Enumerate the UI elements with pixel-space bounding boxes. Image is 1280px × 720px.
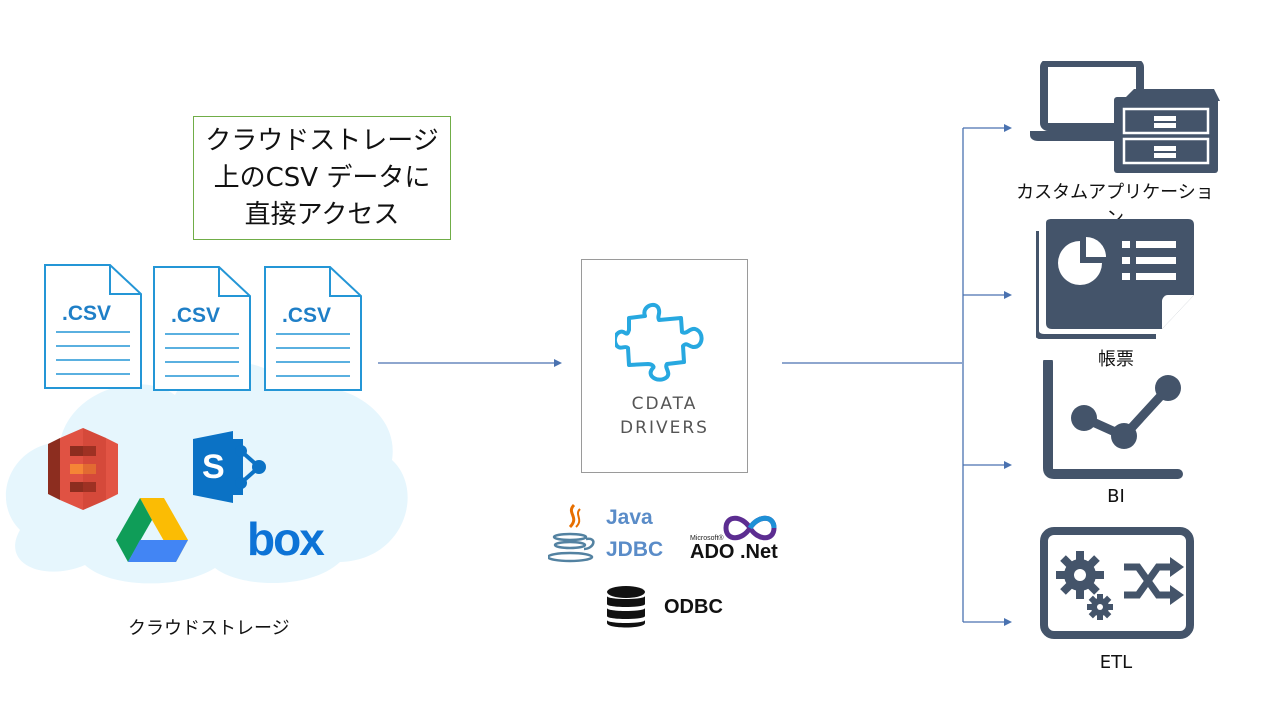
jdbc-text: JDBC — [606, 538, 664, 561]
java-cup-icon — [548, 503, 595, 563]
cdata-line-2: DRIVERS — [620, 418, 709, 438]
csv-label: .CSV — [171, 304, 221, 327]
database-icon — [607, 586, 645, 628]
branch-arrows — [782, 124, 1012, 626]
java-text: Java — [606, 506, 653, 529]
line-chart-icon — [1043, 360, 1183, 479]
csv-file-3: .CSV — [264, 266, 364, 392]
laptop-server-icon — [1030, 61, 1220, 173]
csv-file-2: .CSV — [153, 266, 253, 392]
target-label-etl: ETL — [1099, 652, 1133, 673]
csv-file-1: .CSV — [44, 264, 144, 390]
etl-gears-shuffle-icon — [1040, 527, 1194, 639]
target-label-bi: BI — [1107, 486, 1125, 507]
cdata-drivers-box: CDATA DRIVERS — [581, 259, 748, 473]
callout-line-2: 上のCSV データに — [213, 162, 431, 193]
google-drive-icon — [116, 498, 188, 562]
microsoft-small-text: Microsoft® — [690, 535, 724, 542]
cdata-line-1: CDATA — [631, 394, 698, 414]
puzzle-icon — [615, 302, 704, 382]
svg-text:S: S — [202, 448, 225, 486]
callout-line-1: クラウドストレージ — [205, 125, 439, 156]
callout-line-3: 直接アクセス — [244, 199, 400, 230]
arrow-to-cdata — [378, 359, 562, 367]
csv-label: .CSV — [62, 302, 112, 325]
cloud-label: クラウドストレージ — [128, 618, 290, 639]
box-logo: box — [247, 513, 325, 565]
target-label-report: 帳票 — [1098, 349, 1134, 370]
amazon-s3-icon — [48, 428, 118, 510]
odbc-text: ODBC — [664, 596, 723, 618]
csv-label: .CSV — [282, 304, 332, 327]
ado-net-text: ADO .Net — [690, 541, 778, 563]
sharepoint-icon: S — [193, 431, 266, 503]
dotnet-infinity-icon — [723, 515, 777, 541]
callout-box: クラウドストレージ 上のCSV データに 直接アクセス — [193, 116, 451, 240]
report-icon — [1036, 219, 1194, 339]
